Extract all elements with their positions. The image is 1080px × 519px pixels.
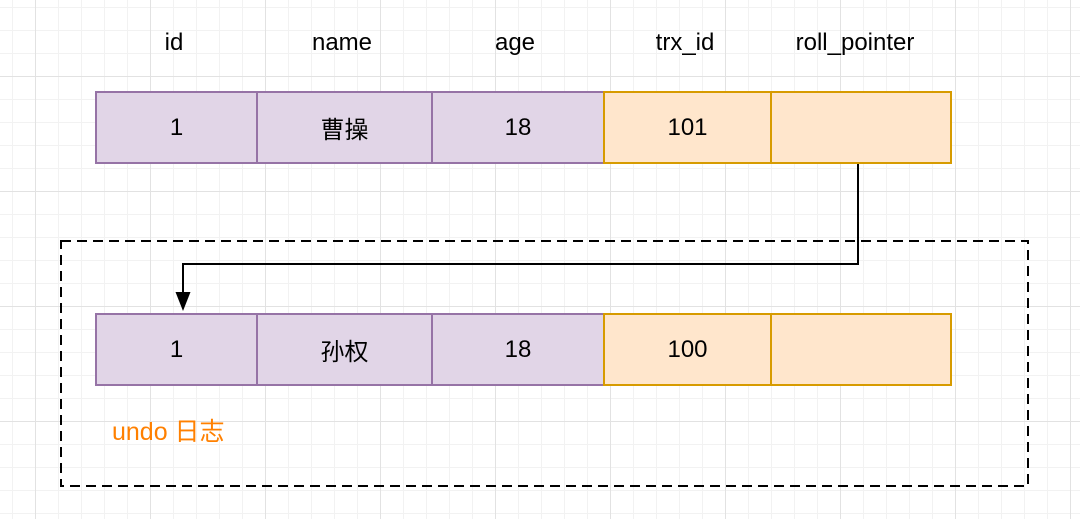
undo-cell-id: 1 xyxy=(95,313,258,386)
column-header-trx-id: trx_id xyxy=(655,29,715,56)
column-header-age: age xyxy=(494,29,536,56)
current-cell-age: 18 xyxy=(431,91,605,164)
current-cell-roll-pointer xyxy=(770,91,952,164)
current-cell-trx-id: 101 xyxy=(603,91,772,164)
undo-cell-trx-id: 100 xyxy=(603,313,772,386)
current-cell-name: 曹操 xyxy=(256,91,433,164)
roll-pointer-arrow-line xyxy=(182,164,859,295)
current-cell-id: 1 xyxy=(95,91,258,164)
column-header-id: id xyxy=(164,29,184,56)
undo-cell-age: 18 xyxy=(431,313,605,386)
column-header-name: name xyxy=(311,29,373,56)
undo-cell-roll-pointer xyxy=(770,313,952,386)
roll-pointer-arrowhead-icon xyxy=(175,292,191,311)
undo-record-row: 1 孙权 18 100 xyxy=(95,313,952,386)
column-header-roll-pointer: roll_pointer xyxy=(795,29,915,56)
undo-cell-name: 孙权 xyxy=(256,313,433,386)
undo-log-label: undo 日志 xyxy=(112,418,225,446)
current-record-row: 1 曹操 18 101 xyxy=(95,91,952,164)
